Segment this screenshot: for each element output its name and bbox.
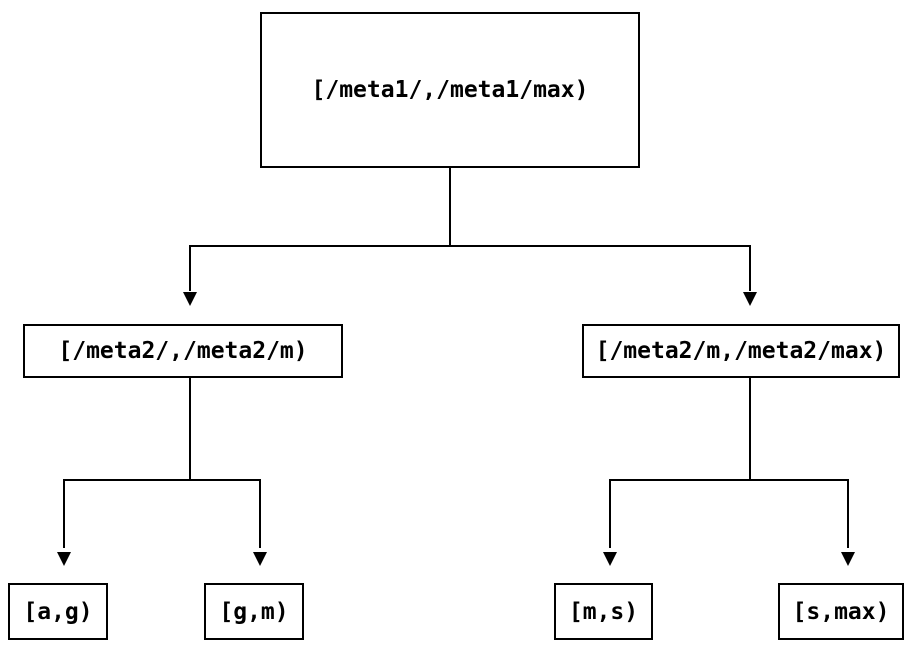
node-meta2-left: [/meta2/,/meta2/m) (23, 324, 343, 378)
edge-root-bar (189, 245, 751, 247)
edge-left-to-leaf-ag-drop (63, 479, 65, 548)
arrow-down-icon (57, 552, 71, 566)
edge-right-bar (609, 479, 849, 481)
edge-left-stem (189, 378, 191, 481)
edge-right-stem (749, 378, 751, 481)
node-meta2-right: [/meta2/m,/meta2/max) (582, 324, 900, 378)
arrow-down-icon (253, 552, 267, 566)
edge-right-to-leaf-smax-drop (847, 479, 849, 548)
edge-root-stem (449, 167, 451, 247)
node-leaf-gm: [g,m) (204, 583, 304, 640)
edge-left-bar (63, 479, 261, 481)
node-leaf-ms: [m,s) (554, 583, 653, 640)
arrow-down-icon (183, 292, 197, 306)
arrow-down-icon (603, 552, 617, 566)
edge-root-to-right-drop (749, 245, 751, 291)
edge-left-to-leaf-gm-drop (259, 479, 261, 548)
edge-root-to-left-drop (189, 245, 191, 291)
node-leaf-ag: [a,g) (8, 583, 108, 640)
node-root: [/meta1/,/meta1/max) (260, 12, 640, 168)
edge-right-to-leaf-ms-drop (609, 479, 611, 548)
arrow-down-icon (841, 552, 855, 566)
arrow-down-icon (743, 292, 757, 306)
node-leaf-smax: [s,max) (778, 583, 904, 640)
